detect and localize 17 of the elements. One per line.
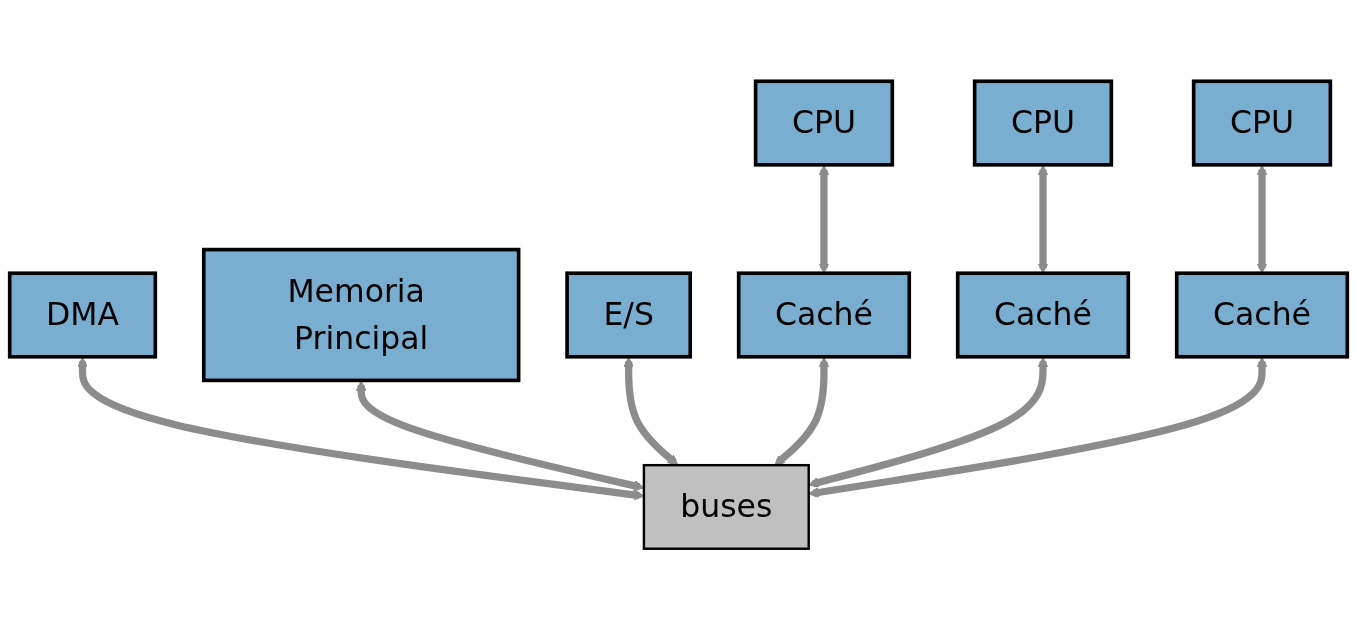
arrow [774, 356, 830, 466]
node-box: CPU [1191, 79, 1333, 167]
arrow [808, 356, 1049, 488]
node-box: CPU [972, 79, 1114, 167]
node-box: Caché [736, 271, 912, 359]
node-box: E/S [565, 271, 693, 359]
arrow [808, 356, 1268, 498]
node-box: Caché [955, 271, 1131, 359]
arrow [623, 356, 679, 466]
node-box: CPU [753, 79, 895, 167]
node-box: Caché [1174, 271, 1350, 359]
arrow [1256, 164, 1268, 274]
node-box: DMA [7, 271, 158, 359]
node-box: buses [642, 463, 810, 550]
node-box: Memoria Principal [201, 247, 521, 383]
arrow [1037, 164, 1049, 274]
arrow [818, 164, 830, 274]
